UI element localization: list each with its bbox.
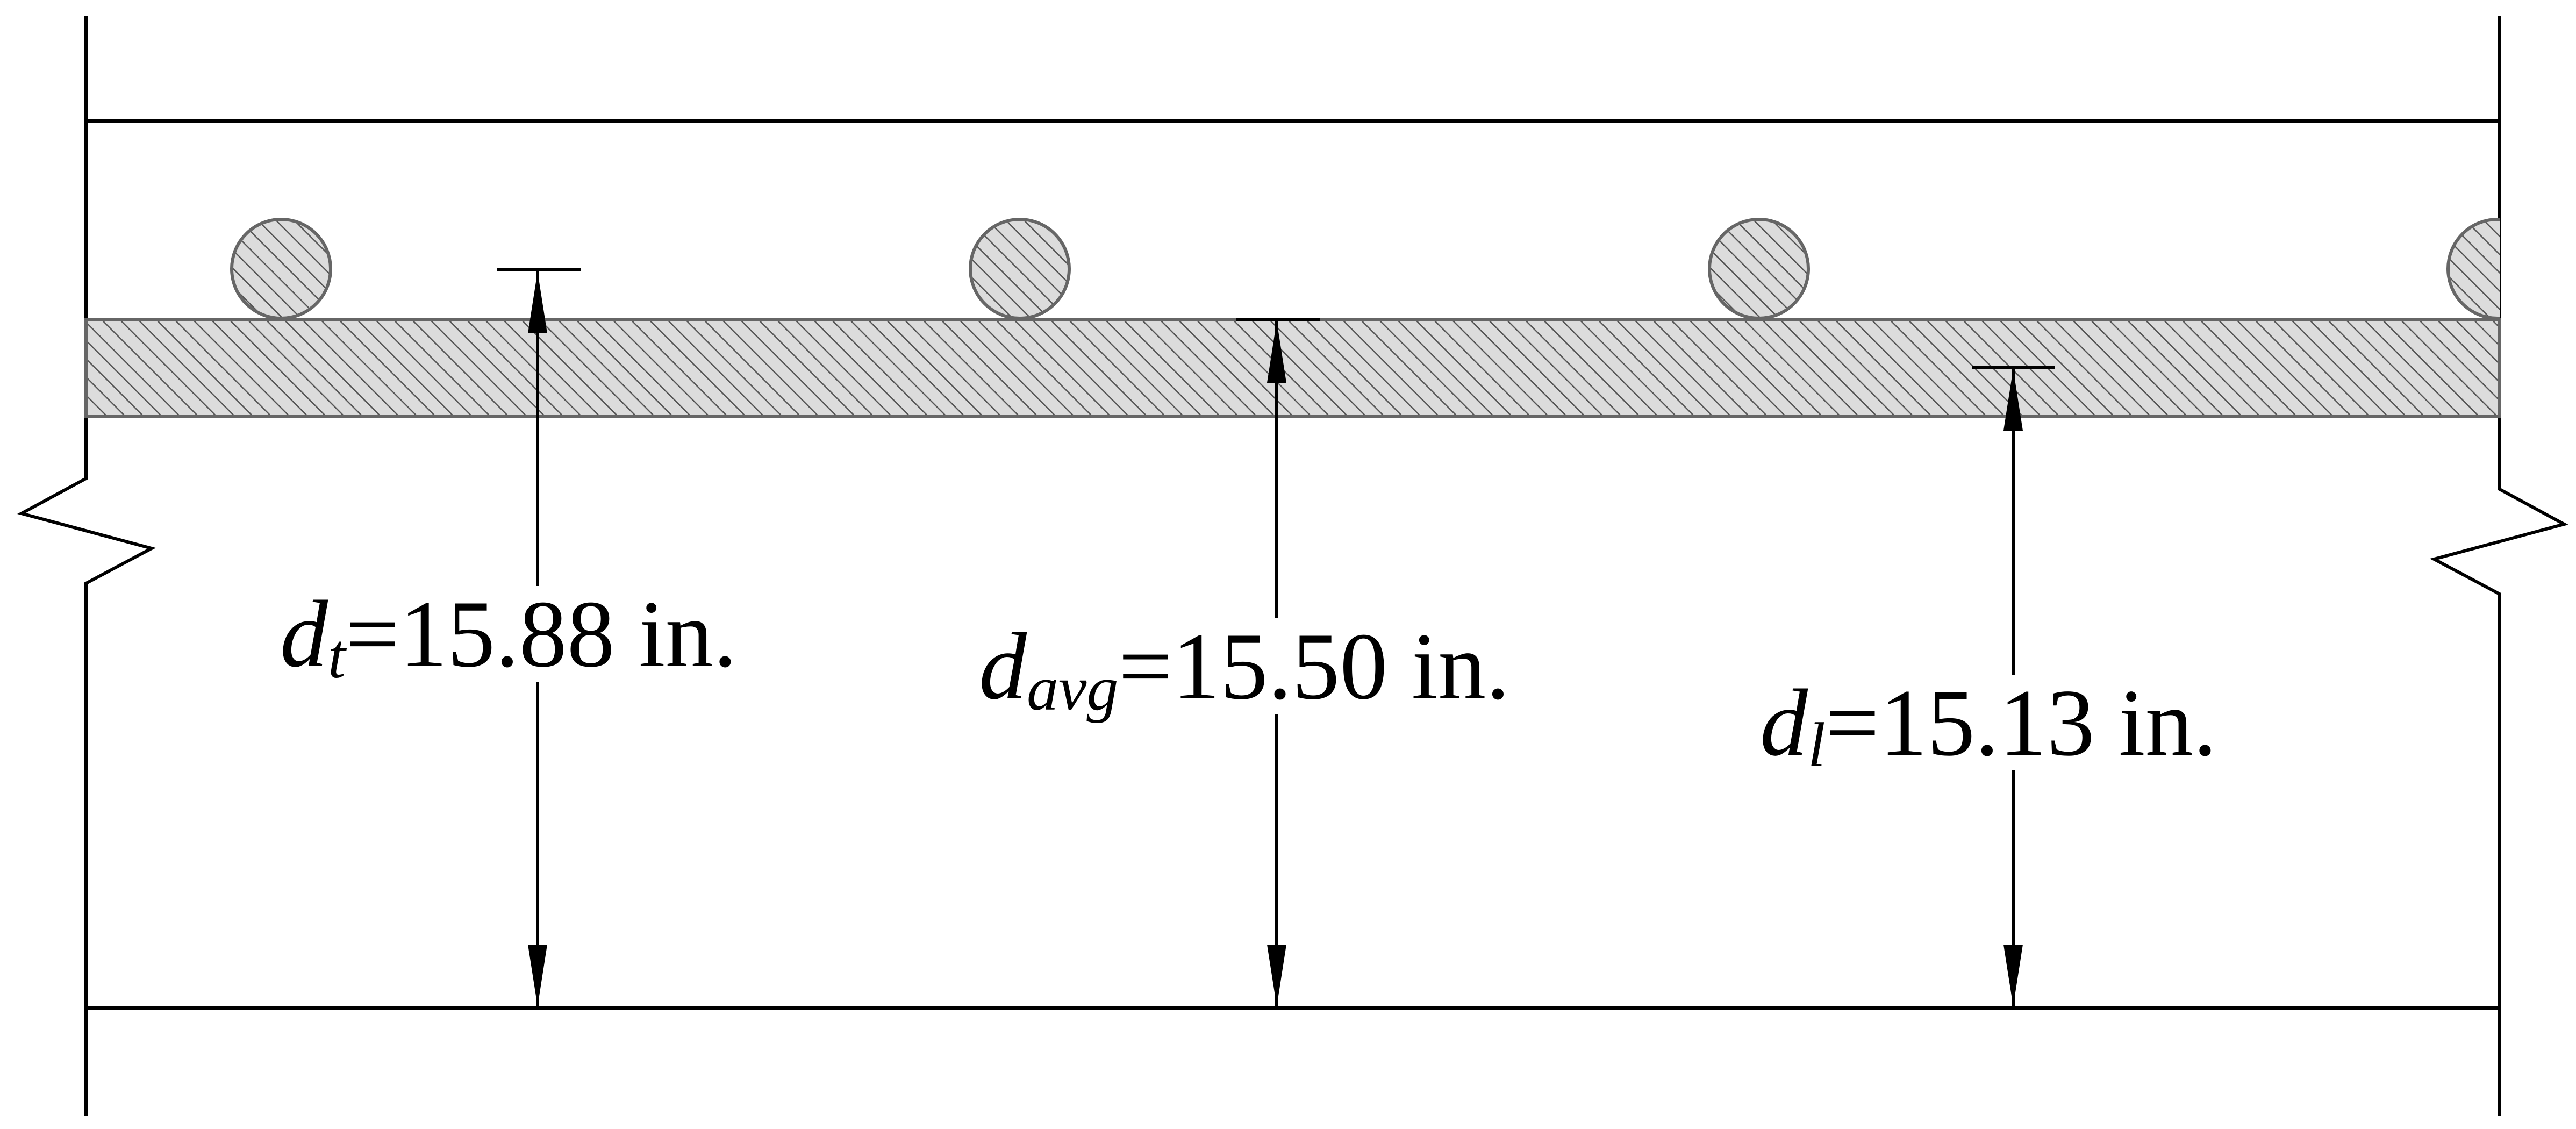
dt-symbol: d (280, 581, 328, 687)
arrowhead-down (2003, 945, 2023, 1006)
dl-label: dl=15.13 in. (1757, 675, 2221, 777)
transverse-bar (969, 218, 1071, 320)
arrowhead-down (1267, 945, 1286, 1006)
transverse-bar (230, 218, 332, 320)
arrowhead-up (528, 271, 547, 333)
dt-value: =15.88 in. (345, 581, 738, 687)
dt-label: dt=15.88 in. (277, 586, 741, 688)
arrowhead-up (2003, 369, 2023, 431)
left-break-edge (17, 16, 156, 1116)
right-break-edge (2429, 16, 2569, 1116)
davg-subscript: avg (1027, 653, 1119, 724)
davg-symbol: d (979, 613, 1027, 719)
arrowhead-up (1267, 321, 1286, 383)
davg-label: davg=15.50 in. (976, 618, 1513, 720)
dt-subscript: t (328, 621, 346, 692)
dl-symbol: d (1760, 669, 1808, 776)
dl-subscript: l (1808, 710, 1826, 781)
dl-value: =15.13 in. (1825, 669, 2217, 776)
davg-value: =15.50 in. (1118, 613, 1510, 719)
transverse-bar (1708, 218, 1810, 320)
arrowhead-down (528, 945, 547, 1006)
transverse-bar (2446, 218, 2500, 320)
longitudinal-bar (84, 318, 2501, 418)
